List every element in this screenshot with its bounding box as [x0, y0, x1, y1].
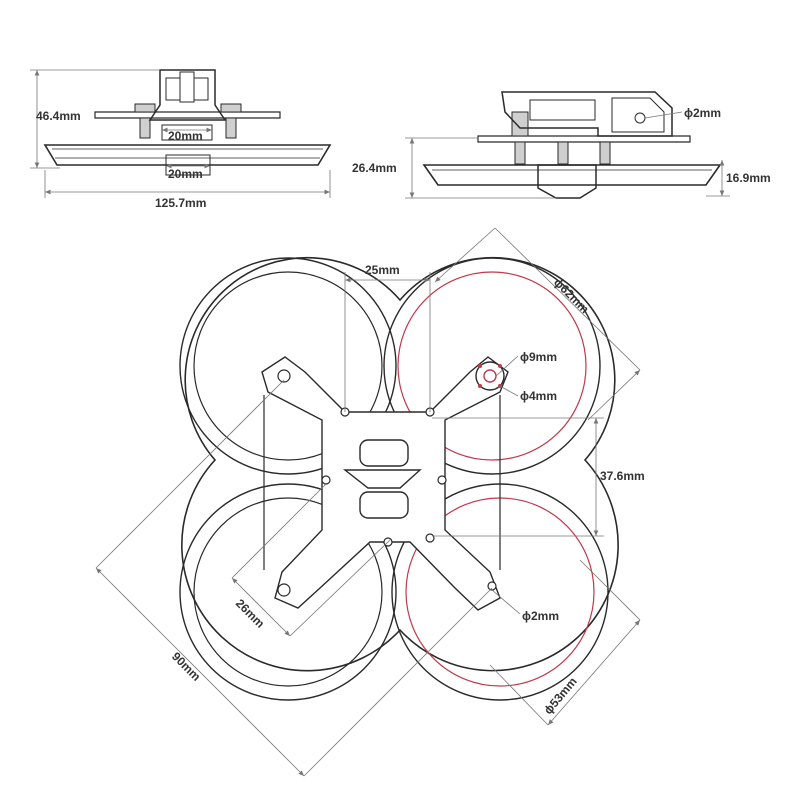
side-duct-height-label: 16.9mm [726, 171, 771, 185]
side-height-label: 26.4mm [352, 161, 397, 175]
front-lower-width-label: 20mm [168, 167, 203, 181]
hole-spacing-x-label: 25mm [365, 263, 400, 277]
hole-spacing-y-label: 37.6mm [600, 469, 645, 483]
front-view: 46.4mm 20mm 20mm 125.7mm [30, 69, 332, 210]
motor-hole-label: ϕ4mm [520, 389, 557, 403]
duct-diameter-label: ϕ62mm [551, 275, 592, 316]
side-view: ϕ2mm 26.4mm 16.9mm [352, 91, 771, 199]
side-screw-label: ϕ2mm [684, 106, 721, 120]
frame-plate [261, 356, 509, 611]
front-height-label: 46.4mm [36, 109, 81, 123]
motor-center-label: ϕ9mm [520, 350, 557, 364]
duct-top-right [383, 257, 601, 475]
arm-hole-label: ϕ2mm [522, 609, 559, 623]
top-view: 25mm ϕ62mm ϕ9mm ϕ4mm 37.6mm 26mm ϕ2mm 90… [95, 227, 645, 777]
motor-mount [475, 361, 505, 391]
mount-spacing-label: 26mm [233, 596, 267, 630]
duct-top-left [179, 257, 397, 475]
front-upper-width-label: 20mm [168, 129, 203, 143]
front-total-width-label: 125.7mm [155, 196, 206, 210]
wheelbase-label: 90mm [169, 649, 203, 683]
